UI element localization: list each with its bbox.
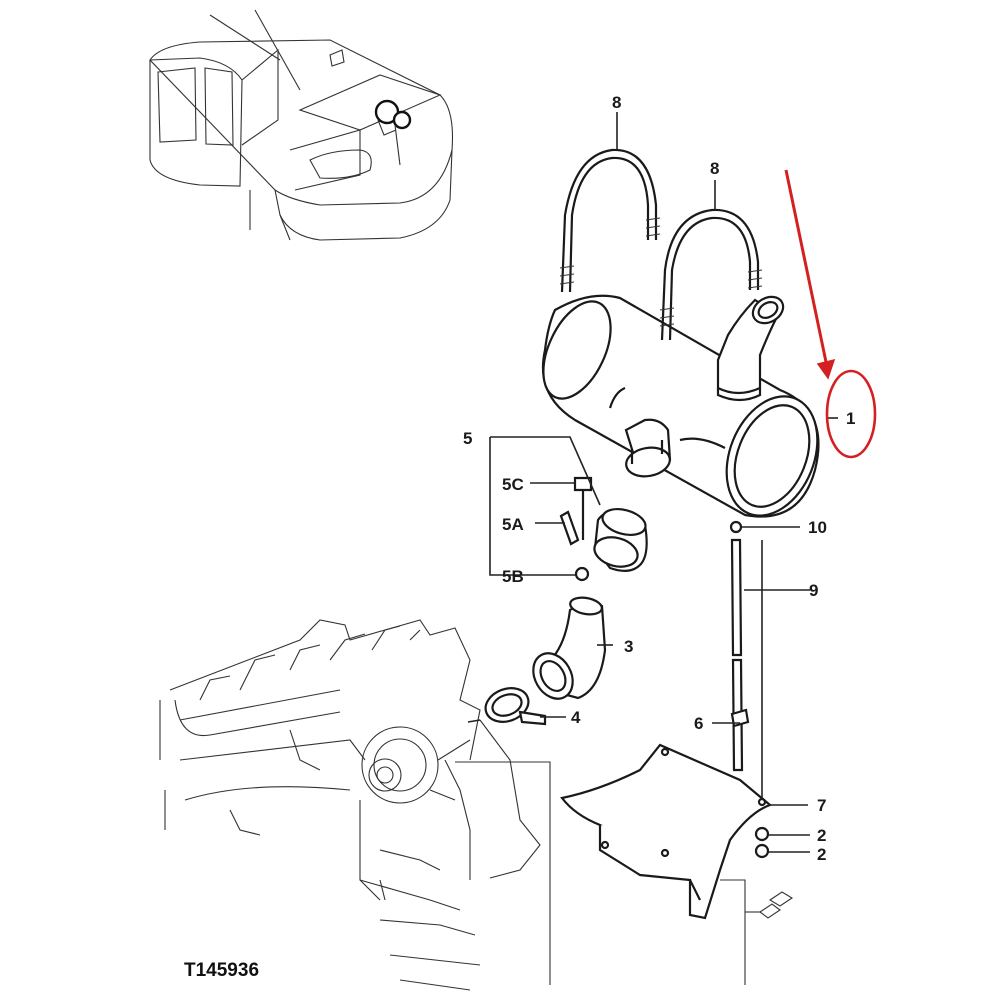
nut-upper — [754, 826, 770, 842]
machine-overview — [149, 9, 454, 241]
band-clamp — [484, 687, 547, 726]
callout-4: 4 — [571, 708, 581, 727]
support-rod — [729, 520, 750, 772]
callout-8-upper: 8 — [612, 93, 621, 112]
highlight-annotation — [784, 169, 877, 459]
u-bolt-1 — [559, 148, 661, 293]
callout-10: 10 — [808, 518, 827, 537]
callout-2-upper: 2 — [817, 826, 826, 845]
callout-5b: 5B — [502, 567, 524, 586]
intake-hose — [532, 596, 607, 700]
callout-6: 6 — [694, 714, 703, 733]
assembly-reference-line — [525, 761, 551, 985]
u-bolt-2 — [659, 208, 763, 341]
callout-5a: 5A — [502, 515, 524, 534]
callout-1: 1 — [846, 409, 855, 428]
bolt-hardware — [720, 879, 794, 985]
leader-lines — [467, 112, 838, 853]
nut-lower — [754, 843, 770, 859]
red-arrowhead — [816, 358, 836, 380]
callout-3: 3 — [624, 637, 633, 656]
mounting-bracket — [560, 743, 773, 920]
red-circle — [825, 369, 877, 459]
callout-2-lower: 2 — [817, 845, 826, 864]
callout-5: 5 — [463, 429, 472, 448]
engine-block — [159, 619, 541, 991]
air-cleaner-body — [541, 294, 820, 518]
callout-8-lower: 8 — [710, 159, 719, 178]
callout-9: 9 — [809, 581, 818, 600]
callout-5c: 5C — [502, 475, 524, 494]
red-arrow — [784, 169, 828, 363]
callout-7: 7 — [817, 796, 826, 815]
drawing-reference-code: T145936 — [184, 960, 259, 981]
callout-labels: 8 8 1 5 5C 5A 5B 10 9 3 4 6 7 2 2 — [463, 93, 855, 864]
clamp-assembly — [559, 476, 648, 582]
